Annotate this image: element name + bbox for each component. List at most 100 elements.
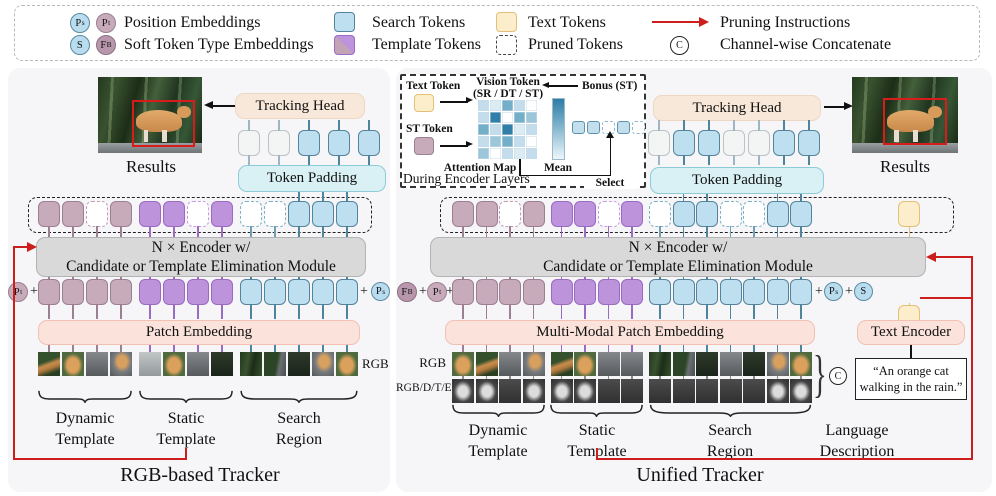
selected-token-s bbox=[572, 121, 585, 134]
quote-line2: walking in the rain.” bbox=[859, 380, 963, 394]
red-line bbox=[14, 246, 28, 248]
bonus-arrowhead-icon bbox=[542, 82, 549, 88]
bonus-arrow-line bbox=[549, 85, 578, 87]
cat-body bbox=[886, 110, 934, 132]
image-patch-d bbox=[696, 345, 718, 379]
attention-cell bbox=[478, 136, 489, 147]
attention-cell bbox=[514, 124, 525, 135]
attention-cell bbox=[490, 112, 501, 123]
plus-sign: + bbox=[419, 284, 427, 299]
image-patch-c bbox=[790, 345, 812, 379]
image-patch-c bbox=[62, 345, 84, 376]
attention-cell bbox=[502, 148, 513, 159]
legend-template-label: Template Tokens bbox=[372, 36, 481, 53]
input-token-row-right bbox=[452, 276, 812, 319]
rgb-label-left: RGB bbox=[362, 356, 389, 371]
image-patch-g bbox=[499, 376, 521, 403]
encoder-line2: Candidate or Template Elimination Module bbox=[543, 258, 813, 275]
select-line bbox=[519, 174, 611, 176]
image-patch-gc bbox=[550, 376, 573, 403]
red-line bbox=[13, 458, 187, 460]
image-patch-wc bbox=[766, 345, 789, 379]
search-region-brace bbox=[649, 404, 812, 417]
rgb-patch-row-left bbox=[38, 345, 358, 376]
image-patch-fc bbox=[475, 345, 498, 379]
tracking-head-right: Tracking Head bbox=[653, 95, 821, 121]
token-b bbox=[790, 276, 812, 319]
token-m bbox=[452, 201, 474, 237]
image-patch-d bbox=[288, 345, 310, 376]
attention-cell bbox=[502, 124, 513, 135]
image-patch-f bbox=[240, 345, 262, 376]
input-token-row-left bbox=[38, 276, 358, 319]
token-b bbox=[264, 276, 286, 319]
attention-cell bbox=[514, 136, 525, 147]
token-m bbox=[62, 201, 84, 237]
panel-title-right: Unified Tracker bbox=[636, 464, 764, 486]
image-patch-gc bbox=[522, 376, 545, 403]
token-m bbox=[62, 276, 84, 319]
attention-map-grid bbox=[478, 100, 537, 159]
token-pd bbox=[187, 201, 209, 237]
select-line bbox=[609, 137, 611, 176]
token-b bbox=[358, 120, 380, 165]
token-b bbox=[288, 192, 310, 237]
selected-token-s bbox=[617, 121, 630, 134]
patch-embedding-left: Patch Embedding bbox=[38, 320, 360, 345]
image-patch-d bbox=[743, 345, 765, 379]
cat-body bbox=[136, 110, 183, 132]
red-arrowhead-left bbox=[27, 242, 37, 252]
image-patch-g bbox=[597, 376, 620, 403]
attention-cell bbox=[478, 112, 489, 123]
image-patch-gc bbox=[766, 376, 789, 403]
result-arrow-line bbox=[213, 105, 235, 107]
token-b bbox=[696, 194, 718, 237]
rgb-tracker-panel: Results Tracking Head Token Padding N × … bbox=[8, 68, 390, 492]
token-b bbox=[766, 194, 789, 237]
attention-cell bbox=[478, 100, 489, 111]
image-patch-fw bbox=[264, 345, 286, 376]
pruned-token-box-right bbox=[440, 197, 954, 233]
token-w bbox=[238, 120, 260, 165]
attention-cell bbox=[490, 136, 501, 147]
plus-sign: + bbox=[30, 284, 38, 299]
pruning-arrowhead-icon bbox=[699, 17, 709, 27]
encoder-line1: N × Encoder w/ bbox=[628, 239, 728, 256]
dte-patch-row-right bbox=[452, 376, 812, 403]
token-b bbox=[696, 276, 718, 319]
red-line bbox=[185, 448, 187, 460]
cat-head bbox=[177, 105, 191, 119]
selected-token-row bbox=[572, 121, 645, 134]
concat-symbol-icon: C bbox=[829, 367, 847, 385]
search-token-swatch bbox=[334, 12, 355, 32]
image-patch-c bbox=[452, 345, 474, 379]
token-md bbox=[499, 201, 521, 237]
legend-position-label: Position Embeddings bbox=[124, 14, 261, 31]
text-encoder-connector bbox=[910, 345, 912, 358]
encoder-line1: N × Encoder w/ bbox=[151, 239, 251, 256]
token-p bbox=[597, 276, 620, 319]
legend-pruning-label: Pruning Instructions bbox=[720, 14, 851, 31]
concat-brace: } bbox=[813, 346, 827, 403]
legend-concat-label: Channel-wise Concatenate bbox=[720, 36, 892, 53]
token-m bbox=[110, 201, 132, 237]
selected-token-s bbox=[587, 121, 600, 134]
attention-cell bbox=[526, 124, 537, 135]
image-patch-w bbox=[187, 345, 209, 376]
token-bd bbox=[264, 201, 286, 237]
legend-soft-label: Soft Token Type Embeddings bbox=[124, 36, 314, 53]
legend-search-label: Search Tokens bbox=[372, 14, 466, 31]
encoder-line2: Candidate or Template Elimination Module bbox=[66, 258, 336, 275]
rgb-patch-row-right bbox=[452, 345, 812, 379]
token-p bbox=[621, 276, 643, 319]
floor-strip bbox=[98, 143, 202, 153]
floor-strip bbox=[852, 143, 958, 153]
token-m bbox=[499, 276, 521, 319]
legend-s-circle: S bbox=[70, 35, 90, 55]
select-label: Select bbox=[584, 176, 636, 189]
token-b bbox=[743, 276, 765, 319]
